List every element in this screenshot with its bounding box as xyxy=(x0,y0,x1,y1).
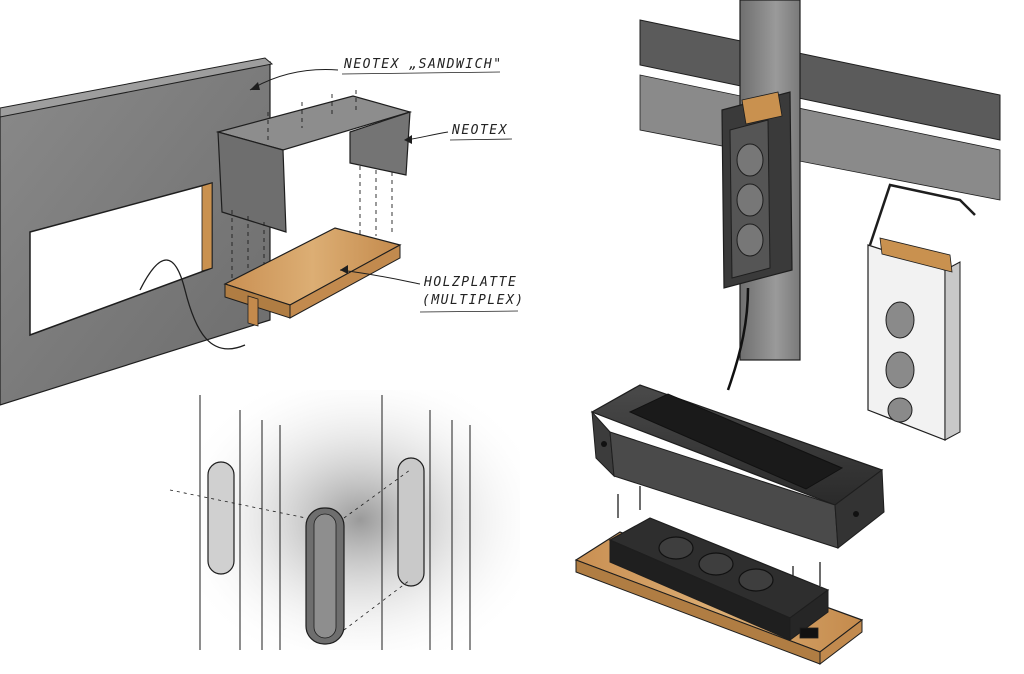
cover-window xyxy=(628,393,844,490)
shadow-zone xyxy=(200,390,520,650)
pullout-outlet-3 xyxy=(887,397,913,423)
slot-left xyxy=(207,461,235,575)
panel-shelf-sketch: NEOTEX „SANDWICH" NEOTEX HOLZPLATTE (MUL… xyxy=(0,57,525,406)
label-neotex: NEOTEX xyxy=(451,123,508,138)
label-holzplatte: HOLZPLATTE xyxy=(423,275,517,290)
label-multiplex: (MULTIPLEX) xyxy=(422,293,525,308)
cover-screw-hole-left xyxy=(601,441,607,447)
pullout-wood-top xyxy=(879,237,953,273)
base-wood-plate-side xyxy=(819,618,863,666)
socket-outlet-1 xyxy=(736,143,764,177)
cover-right-flap xyxy=(834,469,885,549)
underline-neotex-sandwich xyxy=(341,71,501,75)
socket-outlet-2 xyxy=(736,183,764,217)
slotted-upright-sketch xyxy=(169,390,520,650)
socket-outlets xyxy=(736,143,764,257)
wood-board-side xyxy=(289,244,401,319)
block-outlet-3 xyxy=(738,568,774,592)
block-outlet-1 xyxy=(658,536,694,560)
leader-holzplatte xyxy=(339,269,421,285)
cover-screw-hole-right xyxy=(853,511,859,517)
arrowhead-holzplatte xyxy=(340,265,348,274)
pullout-outlet-2 xyxy=(885,351,915,389)
socket-block-side xyxy=(789,589,829,641)
pullout-outlet-1 xyxy=(885,301,915,339)
socket-strip-top-wood xyxy=(741,91,783,125)
post-socket-sketch xyxy=(639,0,1001,441)
pullout-socket-side xyxy=(944,261,961,441)
pullout-outlets xyxy=(885,301,915,423)
socket-outlet-3 xyxy=(736,223,764,257)
cable-wave xyxy=(139,259,246,350)
upright-lines xyxy=(199,395,471,650)
pullout-handle xyxy=(868,183,976,246)
exploded-socket-cover-sketch xyxy=(574,384,885,666)
neotex-cover-right xyxy=(349,111,411,176)
arrowhead-neotex xyxy=(404,135,412,144)
slot-right xyxy=(397,457,425,587)
arrowhead-sandwich xyxy=(250,82,260,90)
block-plug-tab xyxy=(799,627,819,639)
leader-neotex-sandwich xyxy=(249,69,339,91)
underline-multiplex xyxy=(419,310,519,313)
leader-neotex xyxy=(405,131,449,141)
power-cable xyxy=(726,287,750,391)
slot-plug-insert-face xyxy=(313,513,337,639)
block-outlet-2 xyxy=(698,552,734,576)
rail-bar xyxy=(639,19,1001,141)
rail-bar-lower xyxy=(639,74,1001,201)
underline-neotex xyxy=(449,138,513,141)
block-outlets xyxy=(658,536,774,592)
label-neotex-sandwich: NEOTEX „SANDWICH" xyxy=(343,57,503,72)
wood-board-leg xyxy=(247,295,259,327)
slot-dashes xyxy=(169,469,411,631)
cutout-wood-edge xyxy=(201,182,213,272)
wall-panel-edge xyxy=(0,57,274,118)
neotex-cover-left xyxy=(217,131,287,233)
